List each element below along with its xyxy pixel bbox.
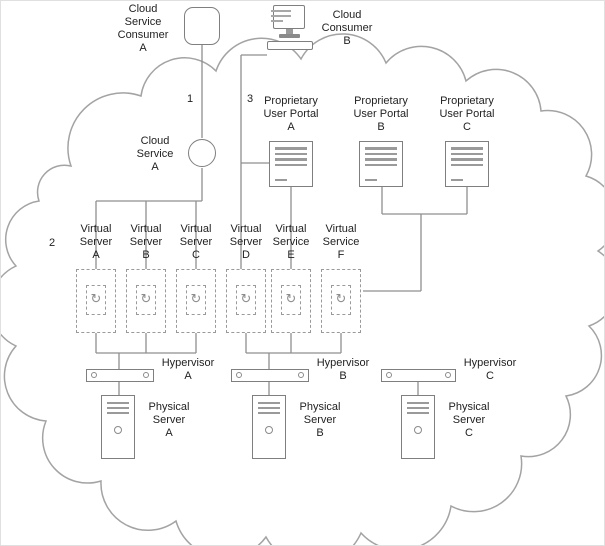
hypervisor-c-icon [381, 369, 456, 382]
virtual-service-f-label: Virtual Service F [322, 223, 360, 261]
hypervisor-b-icon [231, 369, 309, 382]
monitor-screen-line [271, 15, 291, 17]
physical-server-b-icon [252, 395, 286, 459]
virtual-machine-icon: ↻ [86, 285, 106, 315]
virtual-service-f-icon: ↻ [321, 269, 361, 333]
virtual-machine-icon: ↻ [236, 285, 256, 315]
hypervisor-a-label: Hypervisor A [161, 357, 215, 382]
virtual-server-a-icon: ↻ [76, 269, 116, 333]
virtual-machine-icon: ↻ [281, 285, 301, 315]
virtual-server-d-icon: ↻ [226, 269, 266, 333]
portal-c-icon [445, 141, 489, 187]
portal-a-icon [269, 141, 313, 187]
virtual-machine-icon: ↻ [136, 285, 156, 315]
hypervisor-b-label: Hypervisor B [316, 357, 370, 382]
workstation-icon [267, 5, 313, 55]
hypervisor-c-label: Hypervisor C [463, 357, 517, 382]
virtual-server-b-label: Virtual Server B [129, 223, 163, 261]
virtual-server-c-label: Virtual Server C [179, 223, 213, 261]
monitor-icon [273, 5, 305, 29]
portal-a-label: Proprietary User Portal A [263, 95, 319, 133]
virtual-service-e-label: Virtual Service E [272, 223, 310, 261]
monitor-screen-line [271, 10, 291, 12]
portal-b-label: Proprietary User Portal B [353, 95, 409, 133]
virtual-service-e-icon: ↻ [271, 269, 311, 333]
portal-b-icon [359, 141, 403, 187]
portal-c-label: Proprietary User Portal C [439, 95, 495, 133]
marker-2: 2 [49, 237, 56, 249]
cloud-service-a-icon [188, 139, 216, 167]
cloud-service-consumer-a-label: Cloud Service Consumer A [117, 3, 169, 54]
monitor-base-icon [279, 34, 300, 38]
physical-server-a-icon [101, 395, 135, 459]
cloud-consumer-b-label: Cloud Consumer B [321, 9, 373, 47]
connector-lines [95, 45, 468, 395]
keyboard-icon [267, 41, 313, 50]
physical-server-c-icon [401, 395, 435, 459]
marker-3: 3 [247, 93, 254, 105]
cloud-service-a-label: Cloud Service A [136, 135, 174, 173]
marker-1: 1 [187, 93, 194, 105]
cloud-service-consumer-a-icon [184, 7, 220, 45]
physical-server-b-label: Physical Server B [299, 401, 341, 439]
virtual-machine-icon: ↻ [186, 285, 206, 315]
virtual-server-c-icon: ↻ [176, 269, 216, 333]
monitor-screen-line [271, 20, 283, 22]
physical-server-c-label: Physical Server C [448, 401, 490, 439]
virtual-server-b-icon: ↻ [126, 269, 166, 333]
hypervisor-a-icon [86, 369, 154, 382]
virtual-server-d-label: Virtual Server D [229, 223, 263, 261]
virtual-server-a-label: Virtual Server A [79, 223, 113, 261]
monitor-stand-icon [286, 29, 293, 34]
virtual-machine-icon: ↻ [331, 285, 351, 315]
physical-server-a-label: Physical Server A [148, 401, 190, 439]
